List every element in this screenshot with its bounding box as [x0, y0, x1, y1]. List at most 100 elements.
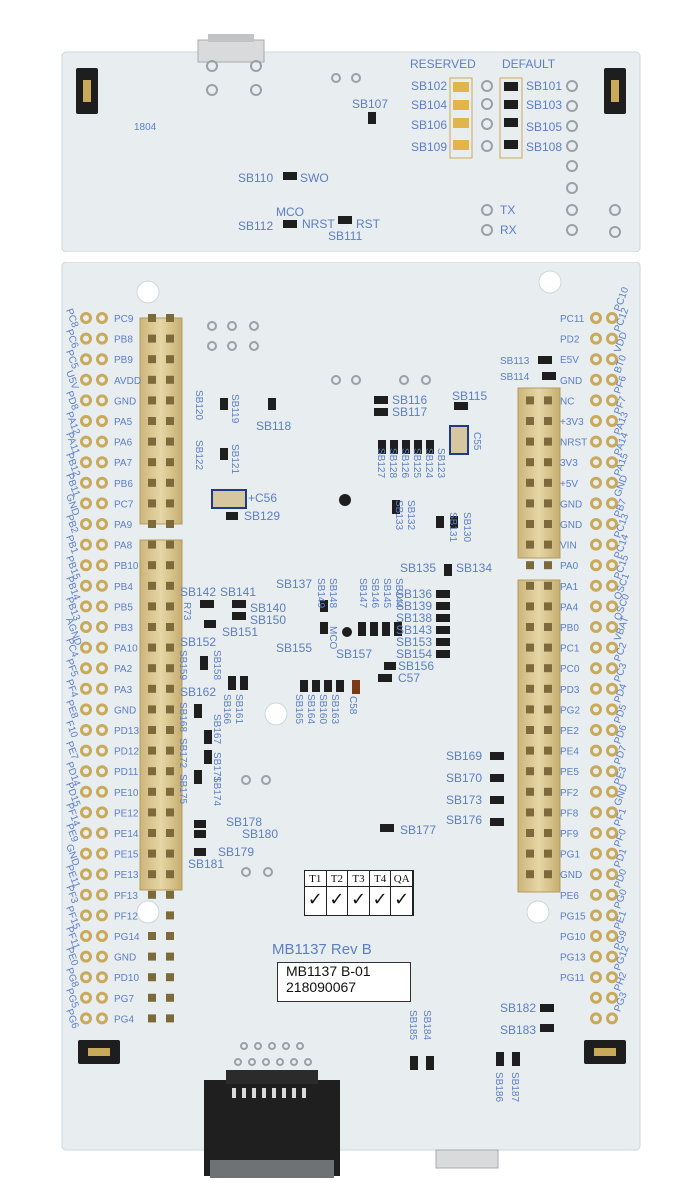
- header-socket: [544, 499, 552, 508]
- pin-hole: [590, 909, 602, 922]
- sticker-line-1: MB1137 B-01: [286, 963, 371, 979]
- header-socket: [148, 499, 156, 508]
- pin-hole: [80, 435, 92, 448]
- header-socket: [166, 437, 174, 446]
- left-inner-pin-label: AVDD: [114, 376, 141, 387]
- pin-hole: [590, 950, 602, 963]
- sb104: SB104: [411, 98, 447, 112]
- header-socket: [544, 561, 552, 570]
- sb105: SB105: [526, 120, 562, 134]
- pin-hole: [96, 806, 108, 819]
- left-inner-pin-label: PB4: [114, 582, 133, 593]
- sticker-line-2: 218090067: [286, 979, 357, 995]
- pin-hole: [606, 744, 618, 757]
- pin-hole: [606, 1012, 618, 1025]
- pin-hole: [606, 353, 618, 366]
- pin-hole: [96, 744, 108, 757]
- qa-mark-t2: ✓: [327, 887, 349, 915]
- left-inner-pin-label: GND: [114, 396, 136, 407]
- pin-hole: [96, 476, 108, 489]
- left-outer-pin-label: PC8: [63, 307, 80, 329]
- pin-hole: [96, 394, 108, 407]
- right-outer-pin-label: PD5: [612, 703, 629, 725]
- left-inner-pin-label: PD10: [114, 973, 139, 984]
- sb118: SB118: [256, 419, 291, 433]
- left-inner-pin-label: PA2: [114, 664, 133, 675]
- header-socket: [526, 684, 534, 693]
- header-socket: [148, 705, 156, 714]
- header-socket: [148, 561, 156, 570]
- sb103: SB103: [526, 98, 562, 112]
- right-inner-pin-label: PD2: [560, 335, 580, 346]
- header-socket: [166, 643, 174, 652]
- sb130: SB130: [461, 512, 472, 542]
- left-inner-pin-label: PG14: [114, 932, 140, 943]
- left-inner-pin-label: PD11: [114, 767, 139, 778]
- right-inner-pin-label: PF2: [560, 788, 579, 799]
- header-socket: [544, 746, 552, 755]
- left-inner-pin-label: GND: [114, 953, 136, 964]
- header-socket: [148, 602, 156, 611]
- pin-hole: [80, 724, 92, 736]
- right-inner-pin-label: PF8: [560, 808, 579, 819]
- right-inner-pin-label: PC11: [560, 314, 585, 325]
- pin-hole: [590, 415, 602, 427]
- right-inner-pin-label: PA0: [560, 561, 579, 572]
- sb174: SB174: [211, 776, 222, 806]
- pin-hole: [590, 868, 602, 881]
- header-socket: [148, 726, 156, 734]
- pin-hole: [590, 312, 602, 324]
- sb141: SB141: [220, 585, 256, 599]
- header-left-upper: [139, 317, 183, 525]
- right-outer-pin-label: PD6: [612, 723, 629, 745]
- header-socket: [526, 602, 534, 611]
- right-inner-pin-label: PA4: [560, 602, 579, 613]
- left-outer-pin-label: PG5: [63, 987, 80, 1010]
- pin-hole: [80, 518, 92, 530]
- pin-hole: [96, 868, 108, 881]
- pin-hole: [606, 476, 618, 489]
- sb133: SB133: [393, 500, 404, 530]
- left-inner-pin-label: PC7: [114, 499, 134, 510]
- pin-hole: [606, 415, 618, 427]
- pin-hole: [590, 621, 602, 633]
- right-inner-pin-label: E5V: [560, 355, 579, 366]
- left-inner-pin-label: PB6: [114, 479, 133, 490]
- header-socket: [148, 787, 156, 796]
- right-inner-pin-label: +3V3: [560, 417, 584, 428]
- pin-hole: [96, 415, 108, 427]
- right-inner-pin-label: PG15: [560, 911, 586, 922]
- pin-hole: [96, 435, 108, 448]
- pin-hole: [606, 662, 618, 675]
- header-socket: [148, 870, 156, 879]
- sb149: SB149: [315, 578, 326, 608]
- pin-hole: [80, 703, 92, 716]
- sb109: SB109: [411, 140, 447, 154]
- header-socket: [544, 849, 552, 858]
- sb154: SB154: [396, 647, 432, 661]
- pin-hole: [96, 909, 108, 922]
- pin-hole: [80, 765, 92, 778]
- left-pin-grid: [80, 312, 108, 1025]
- center-hole-2: [342, 627, 352, 637]
- right-inner-pin-label: PG1: [560, 850, 580, 861]
- header-socket: [544, 684, 552, 693]
- left-inner-pin-label: PB9: [114, 355, 133, 366]
- sb147: SB147: [357, 578, 368, 608]
- pin-hole: [606, 806, 618, 819]
- bottom-usb-connector: [435, 1149, 499, 1169]
- header-socket: [148, 1014, 156, 1023]
- header-socket: [148, 973, 156, 982]
- right-outer-pin-label: PD1: [612, 847, 629, 869]
- right-outer-pin-label: PF0: [612, 827, 629, 848]
- pin-hole: [96, 332, 108, 345]
- pin-hole: [606, 971, 618, 984]
- pin-hole: [96, 621, 108, 633]
- left-inner-pin-label: PE14: [114, 829, 139, 840]
- sb181: SB181: [188, 857, 224, 871]
- ethernet-connector: [204, 1070, 340, 1178]
- header-socket: [166, 334, 174, 343]
- pin-hole: [606, 456, 618, 469]
- header-socket: [148, 932, 156, 940]
